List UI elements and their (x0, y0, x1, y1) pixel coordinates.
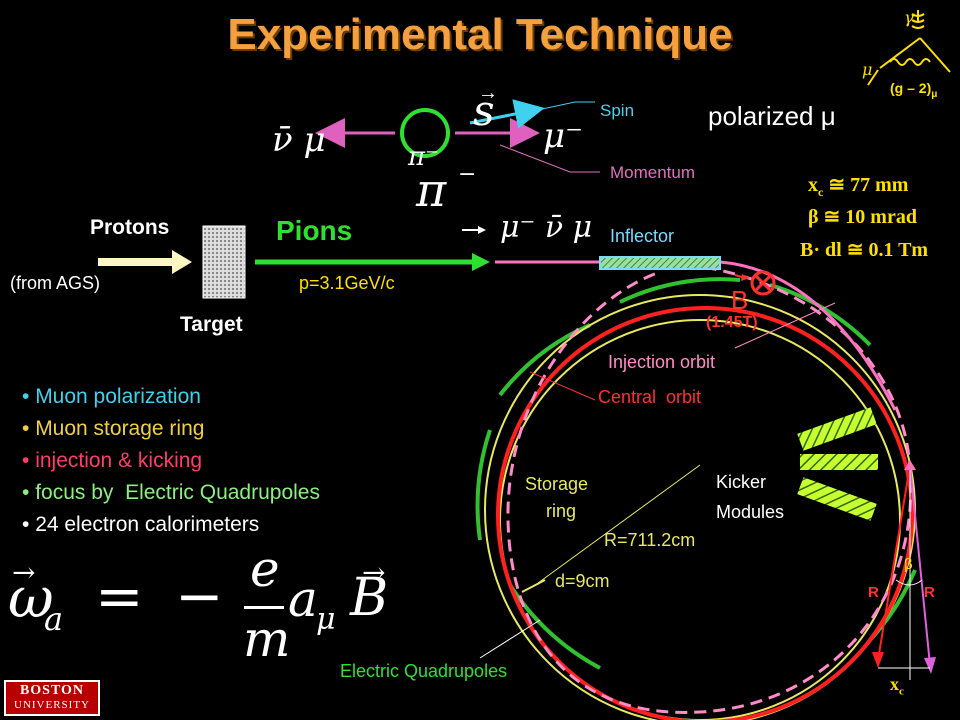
bullet-item: • injection & kicking (22, 449, 203, 472)
param-beta: β ≅ 10 mrad (808, 206, 917, 228)
injection-orbit (506, 260, 913, 714)
spin-vector-label: s (473, 86, 495, 135)
bullet-item: • Muon polarization (22, 385, 201, 408)
bullet-item: • focus by Electric Quadrupoles (22, 481, 320, 504)
pion-circle (400, 108, 450, 158)
formula-omega-arrow: → (12, 556, 36, 589)
inflector-label: Inflector (610, 226, 675, 246)
pion-small-label: π⁻ (408, 142, 439, 172)
formula-fraction-bar (244, 606, 284, 609)
central-orbit (496, 306, 914, 720)
target-label: Target (180, 313, 243, 336)
muon-label: μ⁻ (543, 116, 584, 156)
spin-label: Spin (600, 101, 635, 120)
formula-b-arrow: → (362, 556, 386, 589)
formula-a-sub: μ (316, 602, 336, 637)
pions-label: Pions (276, 215, 353, 246)
geometry-beta: β (904, 556, 913, 573)
protons-label: Protons (90, 216, 170, 239)
formula-minus: − (175, 562, 224, 630)
kicker-module-1 (797, 407, 877, 451)
feynman-gamma: γ (904, 8, 914, 27)
quadrupoles-label: Electric Quadrupoles (340, 661, 508, 681)
injection-orbit-label: Injection orbit (608, 352, 716, 372)
kicker-module-3 (797, 477, 877, 521)
formula-omega-sub: a (44, 600, 64, 638)
inflector-block (599, 256, 721, 270)
storage-ring-label-1: Storage (525, 474, 589, 494)
b-field-label: B (731, 285, 749, 315)
b-field-symbol (750, 270, 776, 296)
beam-products-label: μ⁻ ν̄ μ (500, 210, 593, 245)
polarized-muon-label: polarized μ (708, 101, 836, 131)
feynman-mu: μ (862, 60, 873, 79)
kicker-label-2: Modules (716, 502, 785, 522)
formula-equals: = (95, 562, 144, 630)
spin-vector-arrow: → (478, 82, 498, 104)
param-xc: xc ≅ 77 mm (808, 174, 909, 199)
aperture-label: d=9cm (555, 571, 610, 591)
param-bdl: B· dl ≅ 0.1 Tm (800, 239, 929, 261)
formula-a: a (288, 570, 318, 628)
formula-b: B (350, 568, 389, 628)
target-block (202, 225, 246, 299)
radius-label: R=711.2cm (604, 530, 696, 550)
feynman-g2: (g – 2)μ (890, 80, 938, 100)
formula-denominator: m (243, 610, 291, 668)
kicker-label-1: Kicker (716, 472, 767, 492)
geometry-r-right: R (924, 584, 935, 601)
bullet-item: • Muon storage ring (22, 417, 205, 440)
geometry-xc: xc (890, 674, 904, 698)
feynman-diagram (867, 10, 951, 86)
momentum-label: Momentum (610, 163, 696, 182)
antineutrino-label: ν̄ μ (272, 120, 326, 160)
boston-university-logo: BOSTON UNIVERSITY (4, 680, 100, 716)
bullet-item: • 24 electron calorimeters (22, 513, 260, 536)
pion-big-sup: − (458, 162, 477, 187)
storage-ring-label-2: ring (546, 501, 577, 521)
geometry-r-left: R (868, 584, 879, 601)
formula: → ω a = − e m a μ → B (0, 540, 420, 670)
from-ags-label: (from AGS) (10, 273, 101, 293)
formula-omega: ω (8, 566, 54, 631)
pion-big-label: π (416, 163, 447, 217)
page-title: Experimental Technique (227, 10, 733, 59)
central-orbit-label: Central orbit (598, 387, 702, 407)
kicker-module-2 (800, 454, 878, 470)
bullet-list: • Muon polarization • Muon storage ring … (22, 381, 320, 541)
formula-numerator: e (250, 540, 280, 598)
momentum-value-label: p=3.1GeV/c (299, 273, 395, 293)
b-field-value: (1.45T) (706, 314, 758, 331)
